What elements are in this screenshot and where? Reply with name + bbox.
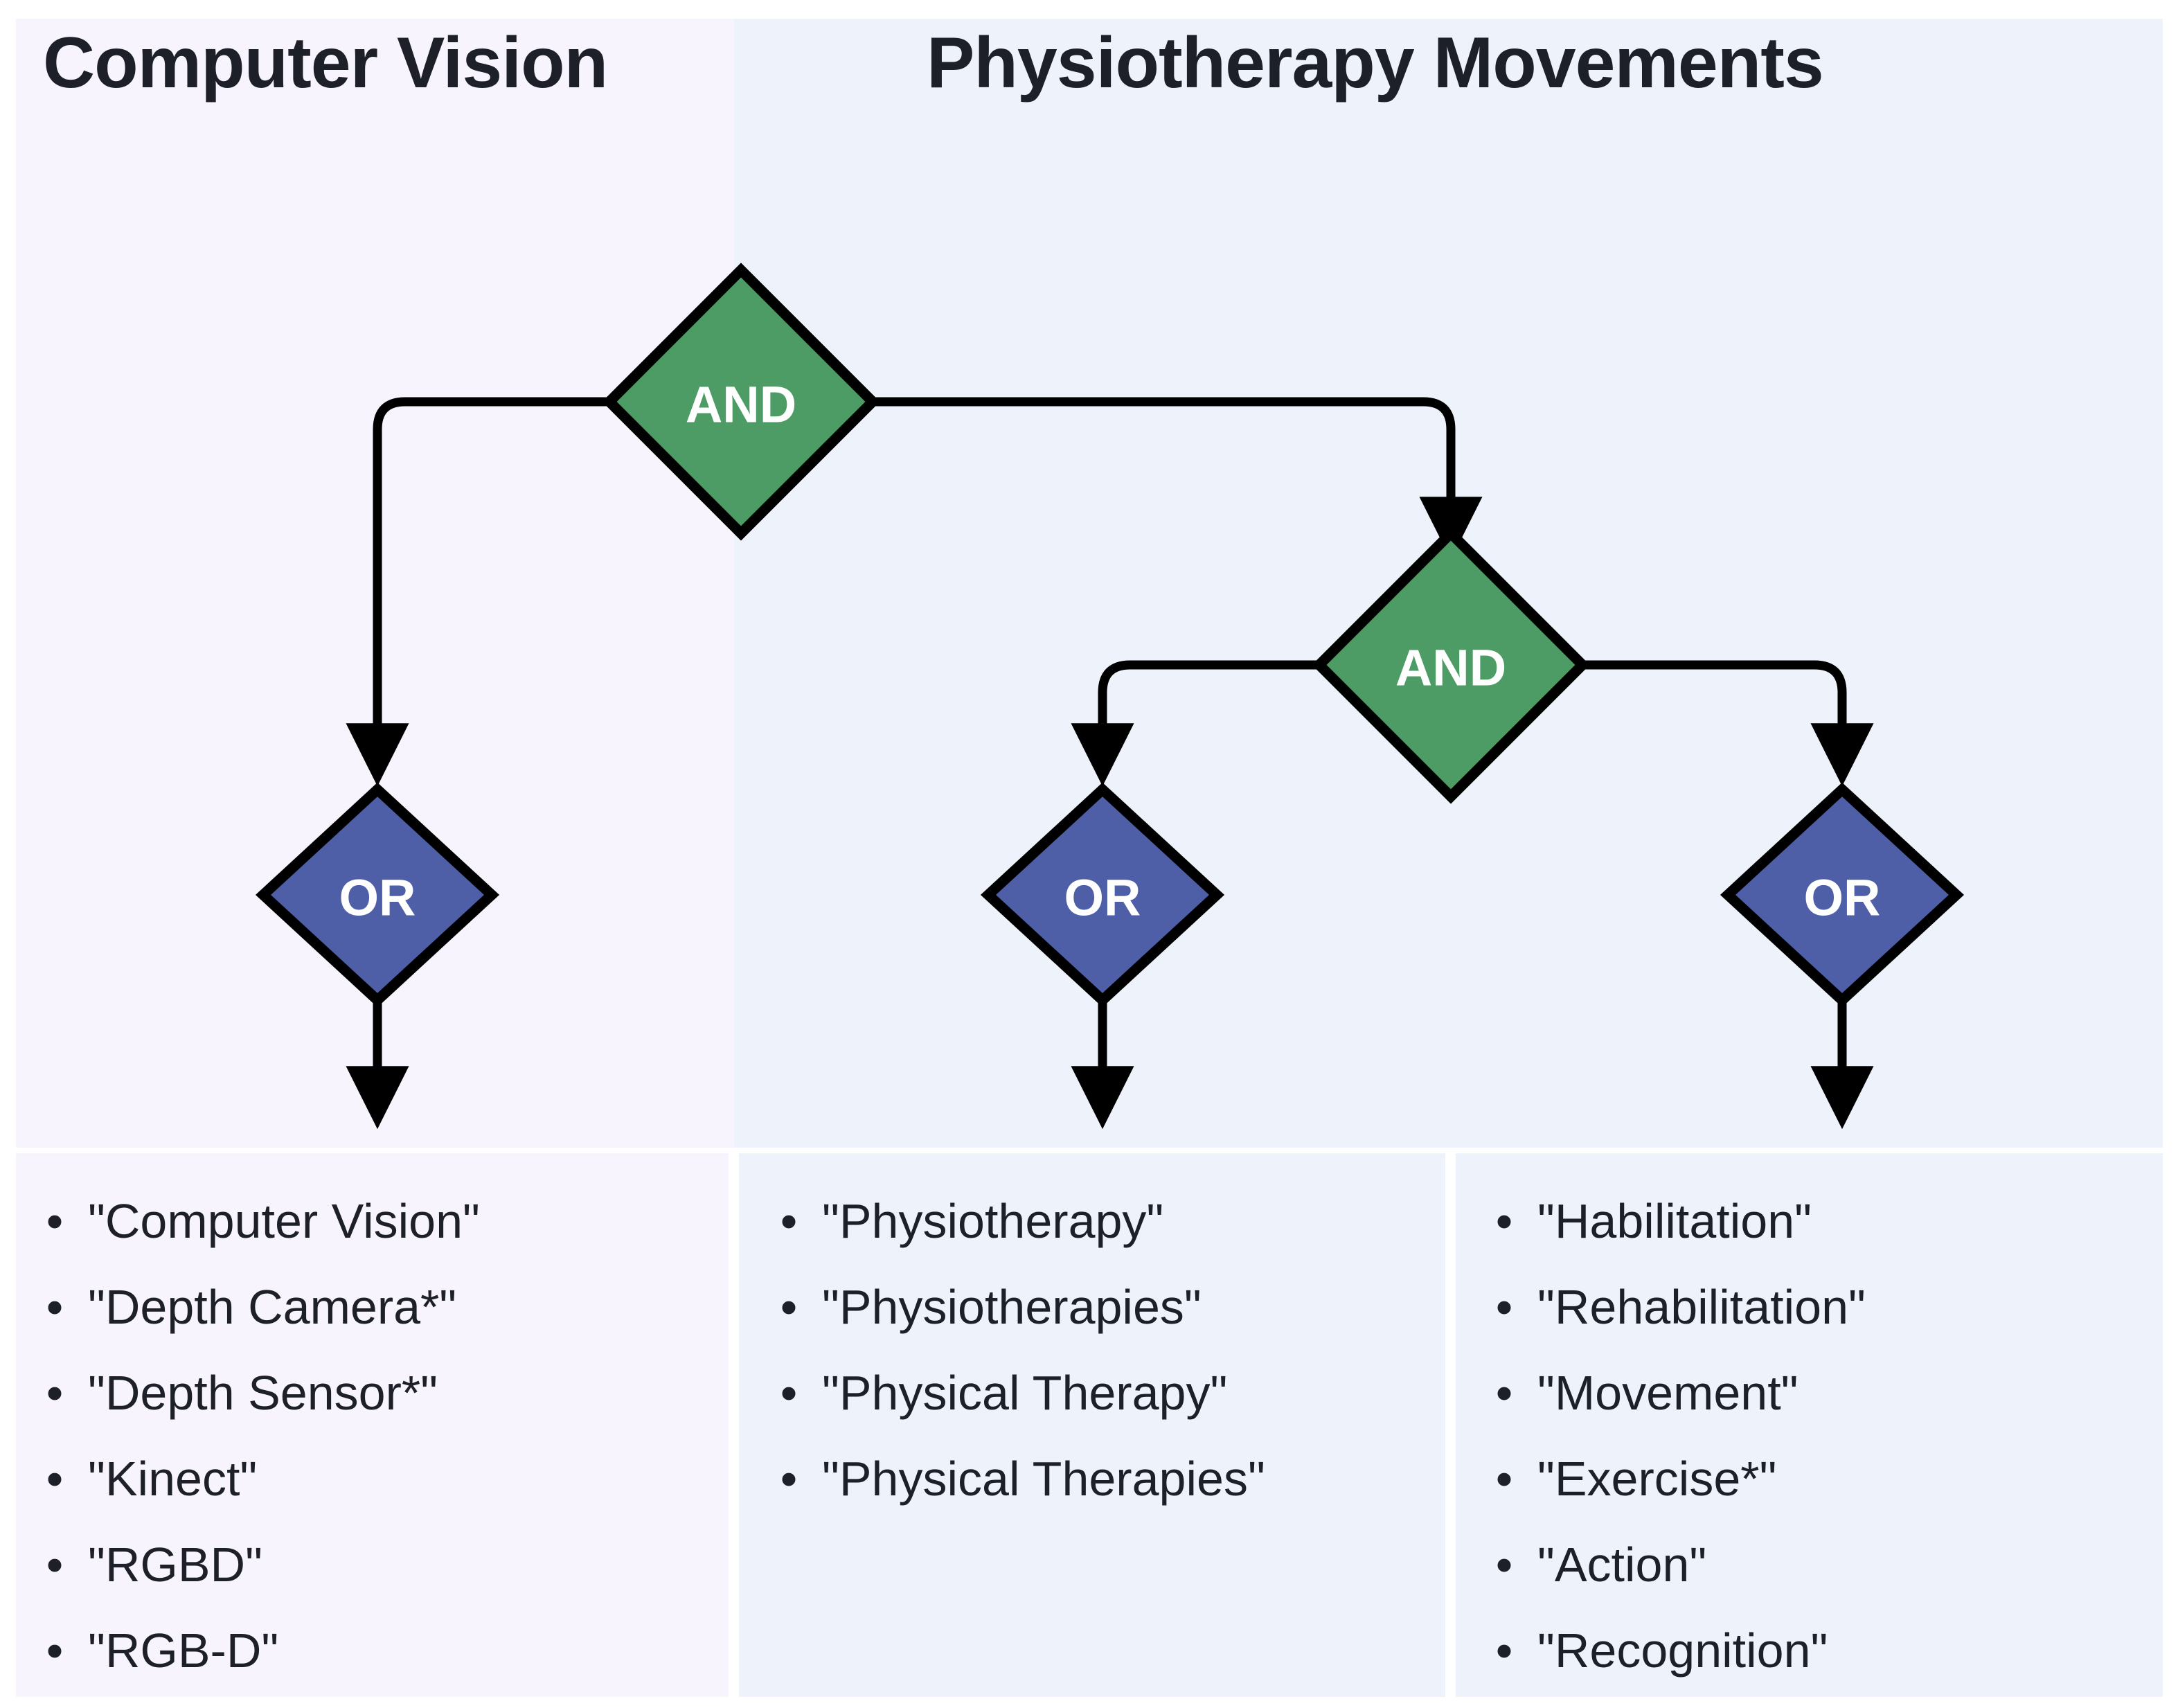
list-item-label: "Physical Therapy": [822, 1366, 1228, 1420]
list-item: • "Rehabilitation": [1456, 1264, 2163, 1350]
list-item: • "Depth Sensor*": [16, 1350, 729, 1436]
list-item-label: "Physiotherapy": [822, 1194, 1164, 1248]
list-item-label: "Exercise*": [1537, 1452, 1777, 1506]
bullet-icon: •: [46, 1624, 64, 1678]
bullet-icon: •: [1495, 1538, 1513, 1592]
keyword-list-movements: • "Habilitation" • "Rehabilitation" • "Moveme…: [1456, 1153, 2163, 1697]
bullet-icon: •: [780, 1280, 798, 1334]
list-item: • "Physiotherapy": [739, 1178, 1445, 1264]
list-item: • "Physiotherapies": [739, 1264, 1445, 1350]
list-item: • "Exercise*": [1456, 1436, 2163, 1522]
keyword-list-computer-vision: • "Computer Vision" • "Depth Camera*" • "Dept…: [16, 1153, 729, 1697]
list-item: • "Depth Camera*": [16, 1264, 729, 1350]
bullet-icon: •: [46, 1538, 64, 1592]
keyword-list: • "Computer Vision" • "Depth Camera*" • "Dept…: [16, 1153, 729, 1693]
list-item: • "Kinect": [16, 1436, 729, 1522]
list-item: • "Movement": [1456, 1350, 2163, 1436]
list-item: • "Recognition": [1456, 1608, 2163, 1693]
list-item: • "RGBD": [16, 1522, 729, 1608]
list-item-label: "Habilitation": [1537, 1194, 1812, 1248]
list-item: • "Action": [1456, 1522, 2163, 1608]
list-item-label: "Depth Sensor*": [88, 1366, 438, 1420]
panel-title-computer-vision: Computer Vision: [43, 23, 608, 103]
list-item-label: "Kinect": [88, 1452, 258, 1506]
bullet-icon: •: [780, 1194, 798, 1248]
bullet-icon: •: [1495, 1366, 1513, 1420]
list-item: • "Physical Therapy": [739, 1350, 1445, 1436]
panel-computer-vision: [16, 19, 734, 1148]
keyword-list-physiotherapy: • "Physiotherapy" • "Physiotherapies" • "Phys…: [739, 1153, 1445, 1697]
list-item-label: "Computer Vision": [88, 1194, 480, 1248]
panel-title-physiotherapy-movements: Physiotherapy Movements: [927, 23, 1824, 103]
list-item-label: "Recognition": [1537, 1624, 1828, 1678]
bullet-icon: •: [1495, 1280, 1513, 1334]
bullet-icon: •: [780, 1452, 798, 1506]
list-item-label: "Physiotherapies": [822, 1280, 1202, 1334]
list-item: • "RGB-D": [16, 1608, 729, 1693]
list-item-label: "Rehabilitation": [1537, 1280, 1866, 1334]
panel-physiotherapy-movements: [734, 19, 2163, 1148]
bullet-icon: •: [1495, 1194, 1513, 1248]
list-item-label: "Depth Camera*": [88, 1280, 457, 1334]
keyword-list: • "Habilitation" • "Rehabilitation" • "Moveme…: [1456, 1153, 2163, 1693]
bullet-icon: •: [46, 1194, 64, 1248]
list-item-label: "RGBD": [88, 1538, 262, 1592]
list-item-label: "RGB-D": [88, 1624, 279, 1678]
list-item: • "Physical Therapies": [739, 1436, 1445, 1522]
bullet-icon: •: [1495, 1452, 1513, 1506]
list-item-label: "Action": [1537, 1538, 1707, 1592]
list-item: • "Computer Vision": [16, 1178, 729, 1264]
list-item: • "Habilitation": [1456, 1178, 2163, 1264]
list-item-label: "Physical Therapies": [822, 1452, 1265, 1506]
bullet-icon: •: [46, 1452, 64, 1506]
bullet-icon: •: [46, 1366, 64, 1420]
bullet-icon: •: [46, 1280, 64, 1334]
bullet-icon: •: [780, 1366, 798, 1420]
bullet-icon: •: [1495, 1624, 1513, 1678]
list-item-label: "Movement": [1537, 1366, 1798, 1420]
keyword-list: • "Physiotherapy" • "Physiotherapies" • "Phys…: [739, 1153, 1445, 1522]
